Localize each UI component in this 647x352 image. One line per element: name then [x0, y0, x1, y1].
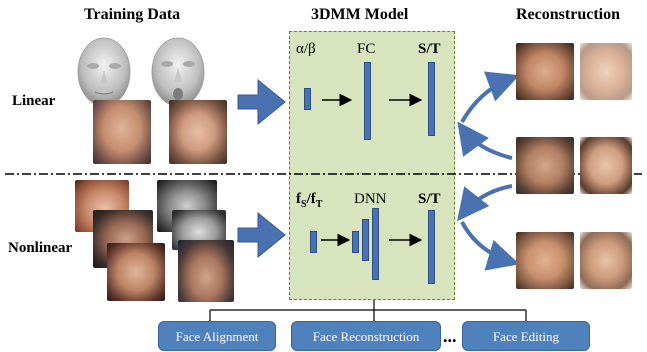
- header-3dmm-model: 3DMM Model: [311, 6, 409, 23]
- linear-output-bar: [428, 62, 435, 136]
- mesh-face-surprised: [151, 37, 205, 107]
- row-label-linear: Linear: [12, 93, 56, 109]
- nonlinear-input-bar: [310, 231, 317, 253]
- curve-arrow-linear-out: [460, 71, 520, 123]
- connector-tree: [209, 300, 527, 321]
- recon-linear-model: [580, 43, 632, 100]
- row-label-nonlinear: Nonlinear: [8, 240, 73, 256]
- training-photo-woman: [169, 100, 227, 164]
- face-reconstruction-button[interactable]: Face Reconstruction: [291, 321, 441, 351]
- nonlinear-dnn-label: DNN: [354, 191, 387, 207]
- header-training-data: Training Data: [84, 6, 181, 23]
- linear-fc-bar: [364, 62, 371, 140]
- input-linear-model: [580, 137, 632, 194]
- dnn-layer-1-bar: [352, 231, 359, 253]
- training-photo-collage-5: [107, 243, 165, 301]
- recon-nonlinear-photo: [516, 232, 574, 289]
- recon-linear-photo: [516, 43, 574, 100]
- dnn-layer-3-bar: [372, 208, 379, 280]
- face-alignment-button[interactable]: Face Alignment: [158, 321, 276, 351]
- input-linear-photo: [516, 137, 574, 194]
- nonlinear-output-bar: [428, 210, 435, 284]
- training-photo-man: [93, 100, 151, 164]
- arrow-linear-input: [237, 78, 286, 126]
- linear-fc-label: FC: [357, 41, 376, 57]
- curve-arrow-linear-back: [457, 121, 513, 160]
- training-photo-collage-6: [178, 240, 234, 302]
- face-editing-button[interactable]: Face Editing: [462, 321, 590, 351]
- dnn-layer-2-bar: [362, 219, 369, 261]
- nonlinear-output-label: S/T: [418, 191, 441, 207]
- curve-arrow-nonlinear-back: [457, 184, 513, 222]
- linear-output-label: S/T: [418, 41, 441, 57]
- linear-input-bar: [304, 88, 311, 110]
- header-reconstruction: Reconstruction: [516, 6, 620, 23]
- mesh-face-neutral: [77, 37, 131, 107]
- linear-input-label: α/β: [296, 41, 316, 57]
- ellipsis: ...: [443, 326, 457, 346]
- curve-arrow-nonlinear-out: [460, 221, 520, 271]
- arrow-nonlinear-input: [237, 211, 286, 259]
- nonlinear-input-label: fS/fT: [296, 191, 323, 210]
- recon-nonlinear-model: [580, 232, 632, 289]
